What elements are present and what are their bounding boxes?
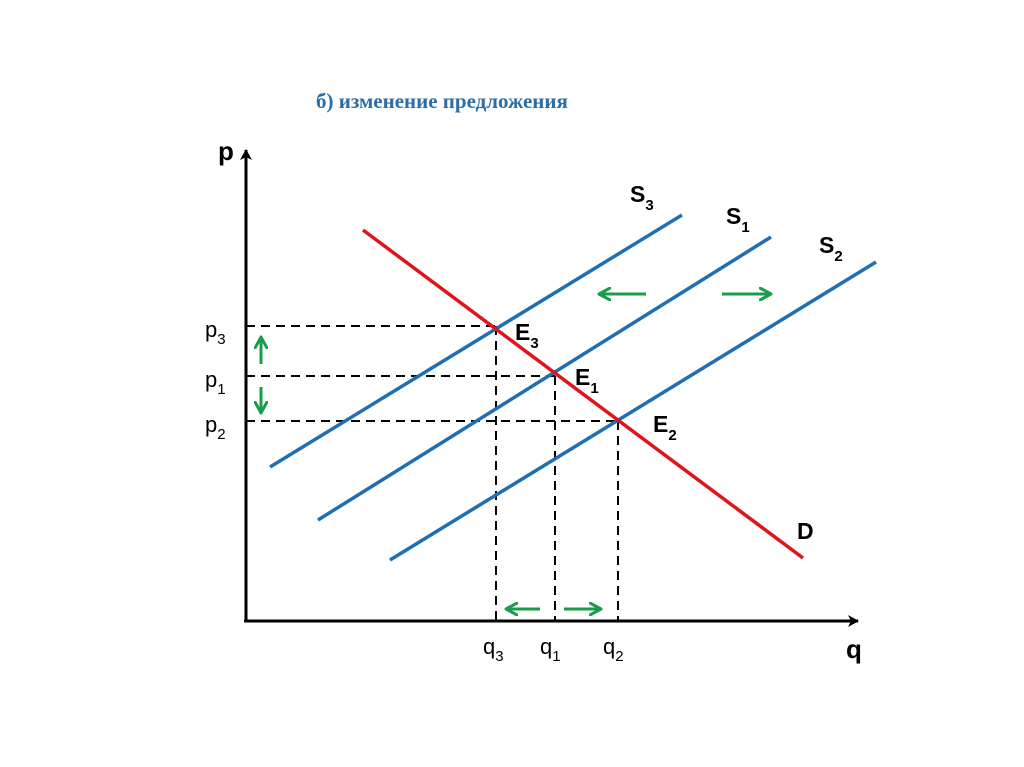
label-d: D (797, 518, 814, 544)
demand-curve (361, 228, 805, 560)
supply-curve-s3 (269, 213, 683, 469)
quantity-tick-q2: q2 (603, 634, 624, 665)
supply-curve-s1 (317, 235, 772, 522)
diagram-title: б) изменение предложения (316, 89, 568, 113)
label-e2: E2 (653, 411, 677, 444)
price-tick-p2: p2 (205, 412, 226, 443)
price-tick-p3: p3 (205, 317, 226, 348)
guide-lines (246, 325, 619, 621)
x-axis-label: q (846, 634, 862, 664)
label-s1: S1 (726, 203, 750, 236)
label-s2: S2 (819, 232, 843, 265)
quantity-tick-q3: q3 (483, 634, 504, 665)
label-s3: S3 (630, 181, 654, 214)
y-axis-label: p (218, 136, 234, 166)
supply-curve-s2 (389, 260, 877, 562)
label-e3: E3 (515, 319, 539, 352)
label-e1: E1 (575, 364, 599, 397)
quantity-tick-q1: q1 (540, 634, 561, 665)
price-tick-p1: p1 (205, 367, 226, 398)
